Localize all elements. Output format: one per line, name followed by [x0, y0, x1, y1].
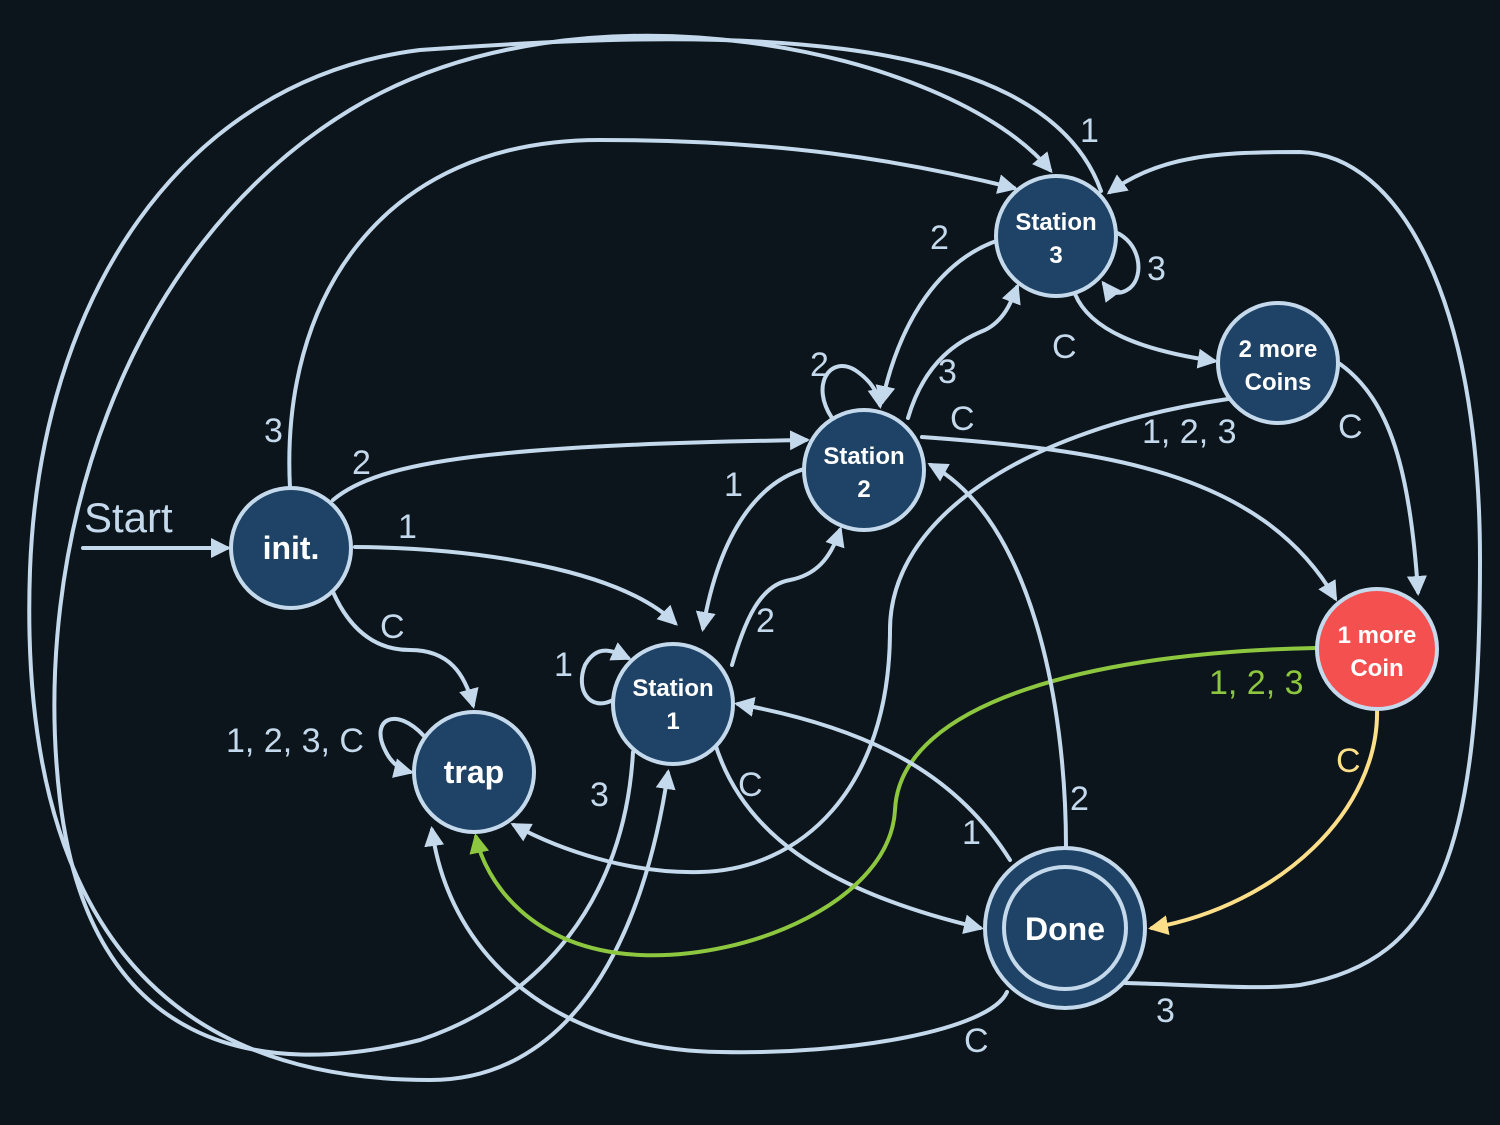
node-station2-line1: Station	[823, 443, 904, 470]
label-station2-station1: 1	[724, 466, 743, 504]
node-station1-line2: 1	[666, 708, 679, 735]
node-station1: Station 1	[611, 642, 735, 766]
label-station3-station1: 1	[1080, 112, 1099, 150]
edge-station1-station3	[52, 33, 1053, 1057]
edge-twomore-onemore	[1338, 362, 1427, 596]
node-station3-line2: 3	[1049, 242, 1062, 269]
label-station1-station2: 2	[756, 602, 775, 640]
node-two-more-coins: 2 more Coins	[1216, 301, 1340, 425]
label-onemore-done: C	[1336, 742, 1361, 780]
label-init-trap: C	[380, 608, 405, 646]
label-station1-self: 1	[554, 646, 573, 684]
edge-init-trap	[331, 590, 479, 709]
node-trap: trap	[412, 710, 536, 834]
label-twomore-onemore: C	[1338, 408, 1363, 446]
edge-station2-onemore	[920, 435, 1338, 602]
edge-station1-station2	[730, 526, 845, 667]
edge-onemore-trap	[469, 646, 1318, 958]
node-done-label: Done	[1025, 911, 1105, 947]
label-station3-self: 3	[1147, 250, 1166, 288]
label-done-station2: 2	[1070, 780, 1089, 818]
edge-trap-self	[378, 716, 426, 778]
edge-init-station1	[353, 545, 678, 626]
edge-station3-station2	[875, 238, 1001, 406]
edge-station3-station1	[27, 37, 1103, 1083]
node-station3-line1: Station	[1015, 209, 1096, 236]
node-one-more-coin: 1 more Coin	[1315, 587, 1439, 711]
node-station2-line2: 2	[857, 476, 870, 503]
label-init-station2: 2	[352, 444, 371, 482]
label-station3-station2: 2	[930, 219, 949, 257]
edge-done-station1	[734, 697, 1012, 862]
label-station1-done: C	[738, 766, 763, 804]
label-init-station3: 3	[264, 412, 283, 450]
label-done-trap: C	[964, 1022, 989, 1060]
edge-station1-done	[712, 738, 984, 935]
start-label: Start	[84, 494, 173, 541]
node-one-more-line2: Coin	[1350, 655, 1403, 682]
edge-station1-self	[579, 642, 632, 706]
edge-station3-twomore	[1073, 292, 1218, 369]
edge-station2-station3	[906, 283, 1021, 420]
label-done-station1: 1	[962, 814, 981, 852]
label-done-station3: 3	[1156, 992, 1175, 1030]
edge-onemore-done	[1148, 706, 1380, 936]
node-init-label: init.	[263, 530, 320, 566]
label-station2-station3: 3	[938, 353, 957, 391]
edge-station3-self	[1101, 230, 1141, 303]
node-station2: Station 2	[802, 408, 926, 532]
node-done: Done	[983, 846, 1147, 1010]
edge-done-station3	[1106, 149, 1483, 990]
label-init-station1: 1	[398, 508, 417, 546]
label-twomore-trap: 1, 2, 3	[1142, 413, 1237, 451]
node-two-more-line2: Coins	[1245, 369, 1312, 396]
label-station3-twomore: C	[1052, 328, 1077, 366]
label-trap-self: 1, 2, 3, C	[226, 722, 364, 760]
edge-twomore-trap	[510, 397, 1230, 875]
edge-done-station2	[927, 463, 1068, 849]
node-station1-line1: Station	[632, 675, 713, 702]
node-init: init.	[229, 486, 353, 610]
node-one-more-line1: 1 more	[1338, 622, 1417, 649]
node-two-more-line1: 2 more	[1239, 336, 1318, 363]
edge-done-trap	[424, 826, 1009, 1055]
edge-station2-self	[820, 364, 888, 420]
label-onemore-trap: 1, 2, 3	[1209, 664, 1304, 702]
label-station1-station3: 3	[590, 776, 609, 814]
edge-init-station3	[287, 137, 1018, 490]
node-station3: Station 3	[994, 174, 1118, 298]
edge-init-station2	[331, 430, 810, 502]
label-station2-self: 2	[810, 346, 829, 384]
label-station2-onemore: C	[950, 400, 975, 438]
node-trap-label: trap	[444, 754, 504, 790]
edge-station2-station1	[695, 466, 810, 632]
